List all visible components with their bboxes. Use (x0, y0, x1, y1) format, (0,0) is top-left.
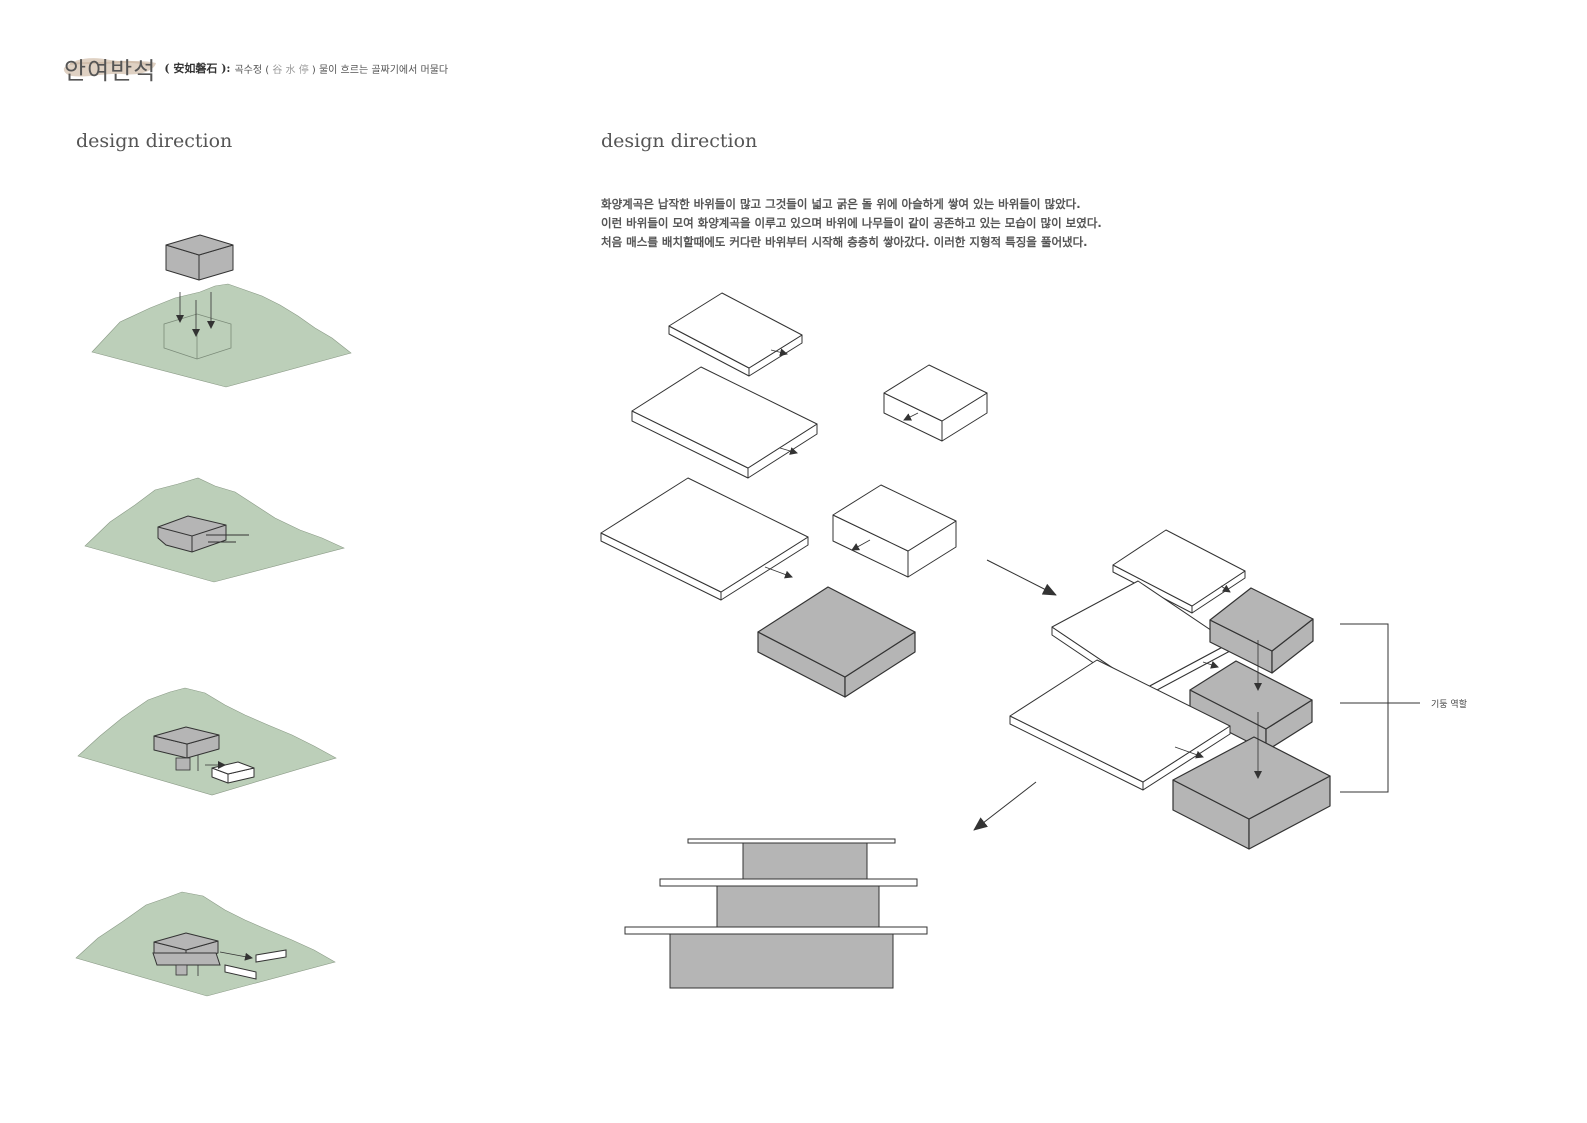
mass-step-2 (157, 515, 227, 553)
stack-slab-top (1112, 529, 1246, 614)
design-description: 화양계곡은 납작한 바위들이 많고 그것들이 넓고 굵은 돌 위에 아슬하게 쌓… (601, 195, 1102, 252)
stack-arrow-2 (1202, 660, 1219, 669)
slide-arrow-4 (219, 951, 253, 961)
stack-arrow-1 (1220, 584, 1231, 593)
exploded-slab-diagram (600, 292, 1057, 698)
stack-mass-top-top-face (1209, 587, 1314, 652)
description-line-2: 이런 바위들이 모여 화양계곡을 이루고 있으며 바위에 나무들이 같이 공존하… (601, 216, 1102, 230)
mass-step-4-leg (175, 964, 188, 976)
elevation-slab-bottom (624, 926, 928, 935)
slab-small-top-top-face (668, 292, 803, 369)
slab-small-top (668, 292, 803, 377)
elevation-base-mass (669, 933, 894, 989)
slab-arrow-2 (779, 447, 798, 455)
left-massing-steps (75, 234, 352, 997)
massing-step-2 (84, 477, 345, 583)
column-bracket (1340, 623, 1389, 793)
subtitle-hanja: 谷 水 停 (272, 64, 309, 76)
description-line-1: 화양계곡은 납작한 바위들이 많고 그것들이 넓고 굵은 돌 위에 아슬하게 쌓… (601, 197, 1081, 211)
right-section-heading: design direction (601, 130, 758, 152)
title-hanja: ( 安如磐石 ): (164, 62, 231, 75)
slab-large (600, 477, 809, 601)
mass-step-4-lower (152, 952, 221, 966)
page-subtitle: 곡수정 ( 谷 水 停 ) 물이 흐르는 골짜기에서 머물다 (234, 61, 448, 76)
elevation-middle-mass (716, 885, 880, 928)
block-arrow-1 (903, 412, 919, 421)
column-role-label: 기둥 역할 (1431, 699, 1467, 710)
stack-mass-middle (1189, 660, 1313, 752)
elevation-slab-top (687, 838, 896, 844)
mass-box-step-1-top-face (165, 234, 234, 256)
elevation-top-mass (742, 842, 868, 880)
stack-slab-bottom-top-face (1009, 659, 1231, 783)
slab-large-top-face (600, 477, 809, 593)
stack-mass-bottom-top-face (1172, 736, 1331, 820)
subtitle-prefix: 곡수정 ( (234, 64, 270, 76)
slab-arrow-1 (770, 348, 788, 357)
elevation-slab-middle (659, 878, 918, 887)
block-medium-right-top-face (832, 484, 957, 552)
mass-step-3 (153, 726, 220, 759)
white-panel-step-4-a (224, 964, 257, 980)
left-section-heading: design direction (76, 130, 233, 152)
stack-slab-bottom (1009, 659, 1231, 791)
page-title: 안여반석 (64, 56, 157, 85)
mass-box-step-1 (165, 234, 234, 281)
massing-step-3 (77, 687, 337, 796)
transform-arrow (986, 559, 1057, 596)
slab-medium-top-face (631, 366, 818, 469)
stack-slab-top-top-face (1112, 529, 1246, 607)
massing-step-4 (75, 891, 336, 997)
description-line-3: 처음 매스를 배치할때에도 커다란 바위부터 시작해 층층히 쌓아갔다. 이러한… (601, 235, 1088, 249)
ghost-mass-outline (163, 313, 232, 360)
mass-base-block-top-face (757, 586, 916, 678)
mass-base-block (757, 586, 916, 698)
massing-step-1 (91, 234, 352, 388)
block-thin-right (883, 364, 988, 442)
stack-mass-middle-top-face (1189, 660, 1313, 730)
mass-step-4-upper-top-face (153, 932, 219, 951)
white-block-step-3-top-face (211, 761, 255, 775)
column-annotation: 기둥 역할 (1340, 623, 1467, 793)
slab-arrow-3 (764, 566, 793, 579)
stack-mass-top (1209, 587, 1314, 674)
stack-arrow-3 (1174, 746, 1204, 759)
slab-medium (631, 366, 818, 479)
terrain-step-1 (91, 283, 352, 388)
stack-mass-bottom (1172, 736, 1331, 850)
block-thin-right-top-face (883, 364, 988, 422)
mass-step-3-leg (175, 757, 191, 771)
white-panel-step-4-b (255, 949, 287, 963)
elevation-diagram (624, 838, 928, 989)
stacked-slab-diagram (973, 529, 1331, 850)
block-arrow-2 (851, 539, 871, 551)
elevation-arrow (973, 781, 1037, 831)
block-medium-right (832, 484, 957, 578)
mass-step-3-top-face (153, 726, 220, 745)
white-block-step-3 (211, 761, 255, 784)
subtitle-suffix: ) 물이 흐르는 골짜기에서 머물다 (311, 64, 449, 76)
